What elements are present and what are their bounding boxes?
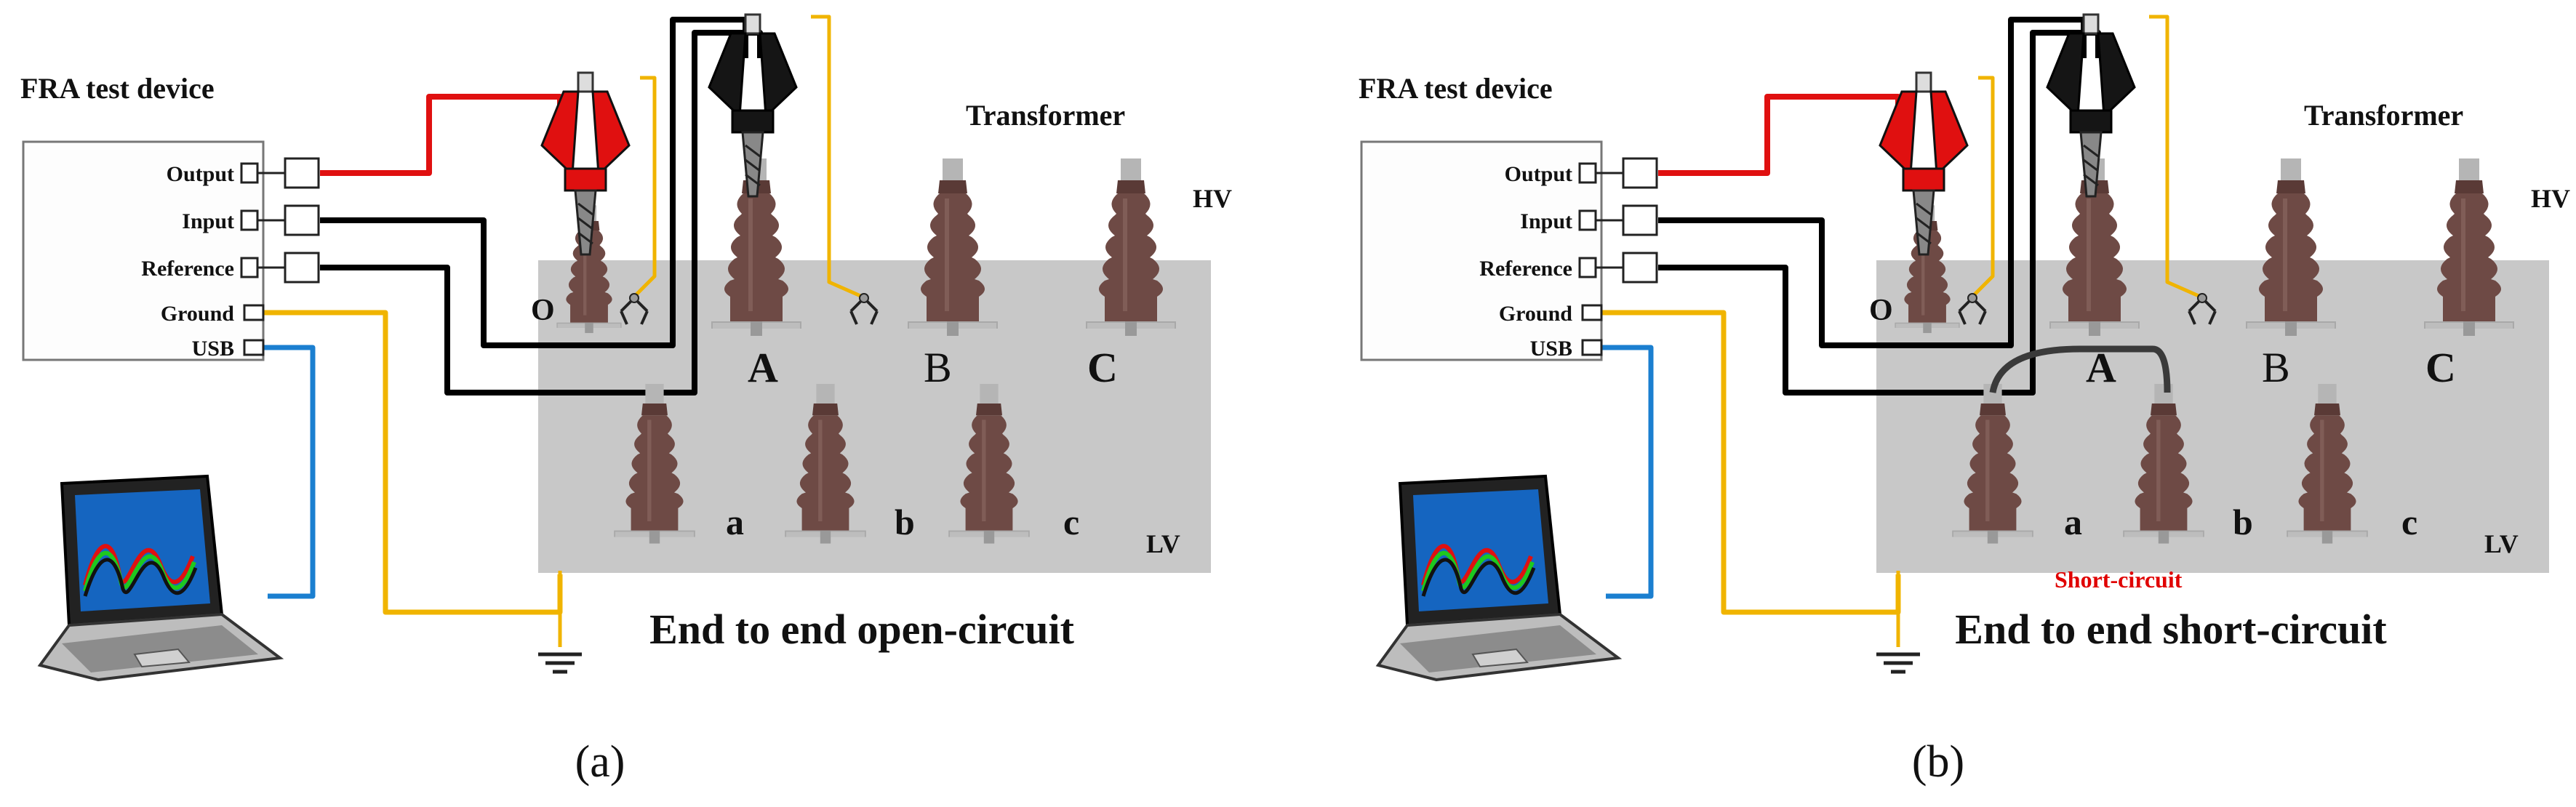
port-label-reference: Reference [141, 257, 234, 281]
hv-terminal-b: B [924, 344, 952, 391]
lv-terminal-a: a [726, 502, 744, 542]
port-label-output: Output [167, 162, 234, 186]
lv-label: LV [1146, 529, 1180, 558]
port-connector [1622, 204, 1658, 236]
port-label-input: Input [182, 209, 234, 233]
sense-lead-a [2149, 15, 2205, 300]
sense-lead-a [811, 15, 867, 300]
port-jack [1581, 339, 1603, 356]
port-jack [240, 162, 259, 184]
port-jack [243, 304, 265, 321]
ground-wire [263, 310, 563, 615]
hv-label: HV [1193, 184, 1232, 213]
output-wire [320, 94, 563, 176]
device-title: FRA test device [20, 72, 215, 105]
red-clamp-icon [1879, 71, 1969, 256]
transformer-label: Transformer [2304, 99, 2463, 132]
lv-terminal-b: b [2233, 502, 2253, 542]
hv-terminal-c: C [2425, 344, 2456, 391]
hv-label: HV [2531, 184, 2570, 213]
port-label-ground: Ground [161, 302, 234, 326]
port-label-usb: USB [1530, 337, 1572, 361]
black-clamp-icon [2046, 13, 2136, 198]
port-connector [1622, 252, 1658, 284]
port-jack [1578, 257, 1597, 278]
sense-lead-neutral [631, 76, 657, 300]
ground-symbol-icon [1876, 654, 1920, 672]
port-jack [240, 209, 259, 231]
fra-device-box [22, 140, 265, 361]
sense-lead-neutral [1969, 76, 1995, 300]
ground-symbol-icon [538, 654, 582, 672]
hv-terminal-a: A [748, 344, 778, 391]
fra-device-box [1360, 140, 1603, 361]
port-label-usb: USB [192, 337, 234, 361]
usb-wire [263, 345, 316, 599]
neutral-label: O [1869, 294, 1893, 327]
transformer-label: Transformer [966, 99, 1125, 132]
hv-terminal-c: C [1087, 344, 1118, 391]
lv-terminal-c: c [2401, 502, 2417, 542]
test-title: End to end open-circuit [649, 606, 1075, 653]
red-clamp-icon [540, 71, 631, 256]
neutral-label: O [531, 294, 555, 327]
panel-b: FRA test deviceOutputInputReferenceGroun… [1359, 13, 2570, 787]
port-connector [284, 157, 320, 189]
output-wire [1658, 94, 1901, 176]
port-jack [243, 339, 265, 356]
port-jack [240, 257, 259, 278]
port-connector [284, 252, 320, 284]
port-jack [1578, 162, 1597, 184]
panel-caption: (b) [1912, 737, 1964, 787]
laptop-icon [40, 476, 280, 680]
lv-terminal-a: a [2064, 502, 2082, 542]
panel-caption: (a) [575, 737, 625, 787]
device-title: FRA test device [1359, 72, 1553, 105]
black-clamp-icon [708, 13, 798, 198]
hv-terminal-b: B [2262, 344, 2290, 391]
short-circuit-label: Short-circuit [2055, 566, 2183, 593]
port-label-ground: Ground [1499, 302, 1572, 326]
port-label-input: Input [1520, 209, 1572, 233]
lv-terminal-c: c [1063, 502, 1079, 542]
port-jack [1578, 209, 1597, 231]
port-jack [1581, 304, 1603, 321]
hv-terminal-a: A [2086, 344, 2116, 391]
ground-wire [1601, 310, 1901, 615]
port-connector [1622, 157, 1658, 189]
panel-a: FRA test deviceOutputInputReferenceGroun… [20, 13, 1232, 787]
port-label-reference: Reference [1479, 257, 1572, 281]
lv-terminal-b: b [895, 502, 915, 542]
jumper-wire-icon [1989, 345, 2171, 393]
port-label-output: Output [1505, 162, 1572, 186]
lv-label: LV [2484, 529, 2519, 558]
usb-wire [1601, 345, 1654, 599]
test-title: End to end short-circuit [1955, 606, 2387, 653]
port-connector [284, 204, 320, 236]
laptop-icon [1378, 476, 1618, 680]
